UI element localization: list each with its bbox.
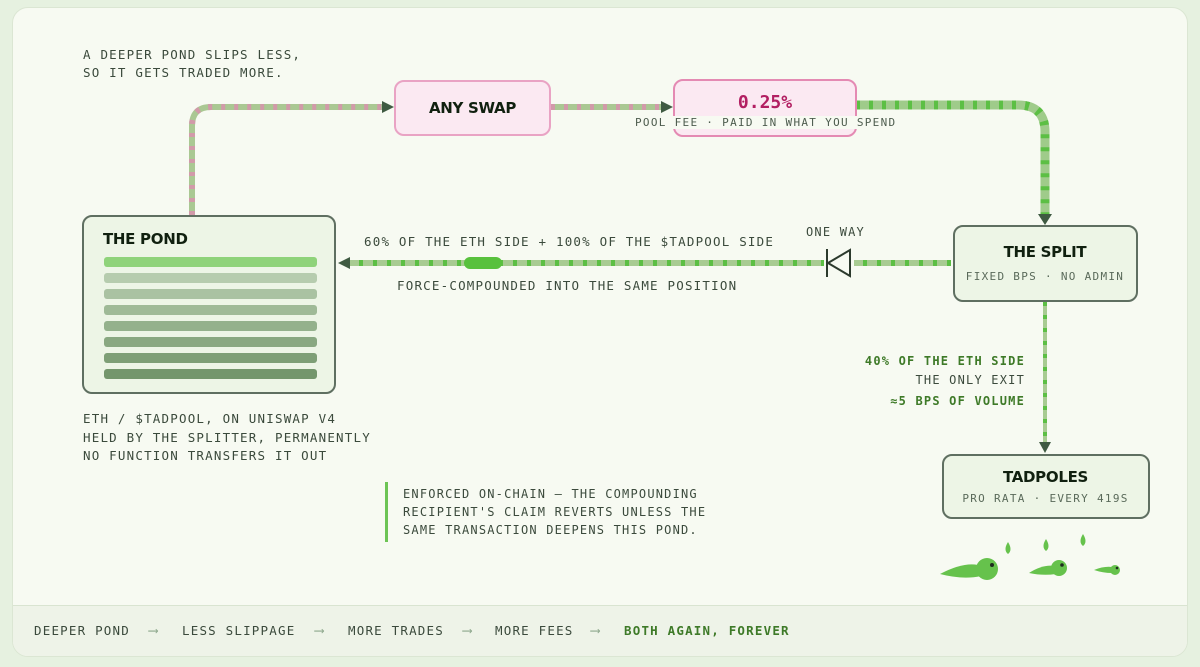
any-swap-title: ANY SWAP xyxy=(428,99,517,117)
flow-pond-to-swap xyxy=(189,104,383,215)
tadpoles-subtitle: PRO RATA · EVERY 419S xyxy=(962,492,1129,505)
split-box: THE SPLIT FIXED BPS · NO ADMIN xyxy=(953,225,1138,302)
pond-liquidity-layer xyxy=(104,273,317,283)
pond-liquidity-layer xyxy=(104,257,317,267)
arrowhead-to-tadpoles xyxy=(1039,442,1051,453)
enforced-line-2: RECIPIENT'S CLAIM REVERTS UNLESS THE xyxy=(403,505,707,519)
pond-note-1: ETH / $TADPOOL, ON UNISWAP V4 xyxy=(83,411,337,426)
arrowhead-to-split xyxy=(1038,214,1052,225)
pond-liquidity-layer xyxy=(104,289,317,299)
tadpoles-illustration xyxy=(940,534,1120,580)
pond-liquidity-layer xyxy=(104,305,317,315)
intro-line-1: A DEEPER POND SLIPS LESS, xyxy=(83,47,302,62)
one-way-label: ONE WAY xyxy=(806,225,865,239)
footer-cycle: DEEPER POND ⟶ LESS SLIPPAGE ⟶ MORE TRADE… xyxy=(13,605,1187,656)
footer-arrow-icon: ⟶ xyxy=(149,623,158,639)
footer-step-5: BOTH AGAIN, FOREVER xyxy=(624,623,790,638)
one-way-diode-icon xyxy=(824,248,854,279)
footer-arrow-icon: ⟶ xyxy=(463,623,472,639)
pond-liquidity-layer xyxy=(104,337,317,347)
enforced-line-3: SAME TRANSACTION DEEPENS THIS POND. xyxy=(403,523,698,537)
exit-share-label: 40% OF THE ETH SIDE xyxy=(864,354,1025,368)
arrowhead-to-fee xyxy=(661,101,673,113)
arrowhead-to-pond xyxy=(338,257,350,269)
exit-only-label: THE ONLY EXIT xyxy=(915,373,1025,387)
pond-note-3: NO FUNCTION TRANSFERS IT OUT xyxy=(83,448,328,463)
footer-step-3: MORE TRADES xyxy=(348,623,444,638)
split-title: THE SPLIT xyxy=(1003,243,1087,261)
pool-fee-value: 0.25% xyxy=(737,92,793,113)
pond-title: THE POND xyxy=(103,230,188,248)
quote-bar xyxy=(385,482,388,542)
footer-step-4: MORE FEES xyxy=(495,623,574,638)
flow-lines xyxy=(189,100,1120,580)
diagram-card: A DEEPER POND SLIPS LESS, SO IT GETS TRA… xyxy=(12,7,1188,657)
split-subtitle: FIXED BPS · NO ADMIN xyxy=(965,270,1125,283)
compound-label-top: 60% OF THE ETH SIDE + 100% OF THE $TADPO… xyxy=(364,234,775,249)
enforced-line-1: ENFORCED ON-CHAIN — THE COMPOUNDING xyxy=(403,487,698,501)
pond-note-2: HELD BY THE SPLITTER, PERMANENTLY xyxy=(83,430,371,445)
tadpoles-title: TADPOLES xyxy=(1002,468,1089,486)
tadpoles-box: TADPOLES PRO RATA · EVERY 419S xyxy=(942,454,1150,519)
flow-pulse xyxy=(464,257,502,269)
pond-liquidity-layer xyxy=(104,369,317,379)
footer-arrow-icon: ⟶ xyxy=(591,623,600,639)
footer-arrow-icon: ⟶ xyxy=(315,623,324,639)
arrowhead-to-swap xyxy=(382,101,394,113)
footer-step-2: LESS SLIPPAGE xyxy=(182,623,296,638)
exit-bps-label: ≈5 BPS OF VOLUME xyxy=(890,394,1025,408)
compound-label-bottom: FORCE-COMPOUNDED INTO THE SAME POSITION xyxy=(397,278,738,293)
footer-step-1: DEEPER POND xyxy=(34,623,130,638)
pool-fee-caption: POOL FEE · PAID IN WHAT YOU SPEND xyxy=(631,116,901,129)
any-swap-box: ANY SWAP xyxy=(394,80,551,136)
pond-box: THE POND xyxy=(82,215,336,394)
intro-line-2: SO IT GETS TRADED MORE. xyxy=(83,65,284,80)
pond-liquidity-layer xyxy=(104,321,317,331)
pond-liquidity-layer xyxy=(104,353,317,363)
